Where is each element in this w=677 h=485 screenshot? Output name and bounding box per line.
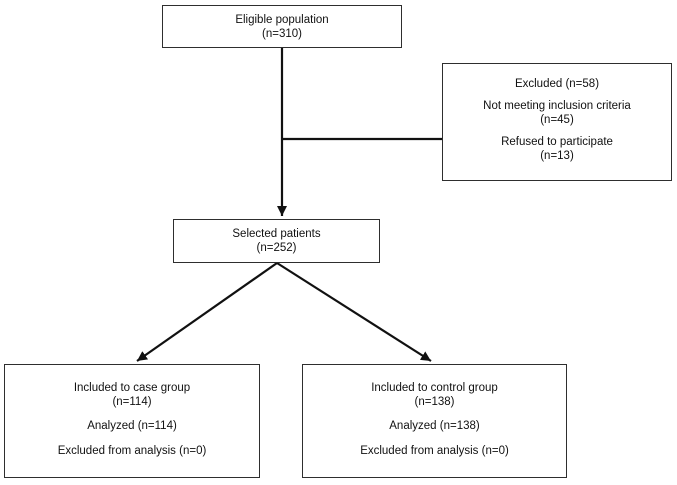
control-group-excluded-label: Excluded from analysis (n=0) bbox=[360, 444, 509, 457]
excluded-reason-refused: Refused to participate (n=13) bbox=[501, 135, 613, 163]
excluded-title: Excluded (n=58) bbox=[514, 78, 600, 90]
control-group-excluded-analysis: Excluded from analysis (n=0) bbox=[360, 444, 509, 458]
control-group-analyzed: Analyzed (n=138) bbox=[389, 419, 479, 433]
case-group-title-group: Included to case group (n=114) bbox=[74, 381, 190, 409]
eligible-population-title: Eligible population bbox=[235, 13, 329, 26]
arrow-selected-to-control bbox=[276, 262, 432, 362]
case-group-title: Included to case group bbox=[73, 381, 191, 394]
excluded-reason-inclusion-criteria: Not meeting inclusion criteria (n=45) bbox=[483, 99, 631, 127]
excluded-reason2-label: Refused to participate bbox=[501, 136, 613, 148]
control-group-count: (n=138) bbox=[414, 395, 455, 408]
control-group-title-group: Included to control group (n=138) bbox=[371, 381, 498, 409]
case-group-excluded-label: Excluded from analysis (n=0) bbox=[57, 444, 207, 457]
box-eligible-population: Eligible population (n=310) bbox=[162, 5, 402, 48]
arrow-selected-to-case bbox=[136, 262, 278, 362]
excluded-reason2-count: (n=13) bbox=[540, 150, 574, 162]
box-selected-patients: Selected patients (n=252) bbox=[173, 219, 380, 263]
selected-patients-count: (n=252) bbox=[256, 242, 297, 254]
case-group-analyzed: Analyzed (n=114) bbox=[87, 419, 177, 433]
excluded-reason1-count: (n=45) bbox=[540, 114, 574, 126]
excluded-title-group: Excluded (n=58) bbox=[515, 77, 599, 91]
box-excluded: Excluded (n=58) Not meeting inclusion cr… bbox=[442, 63, 672, 181]
control-group-analyzed-label: Analyzed (n=138) bbox=[389, 420, 480, 432]
selected-patients-title: Selected patients bbox=[232, 228, 321, 240]
box-control-group: Included to control group (n=138) Analyz… bbox=[302, 364, 567, 478]
case-group-analyzed-label: Analyzed (n=114) bbox=[87, 420, 177, 432]
box-case-group: Included to case group (n=114) Analyzed … bbox=[4, 364, 260, 478]
excluded-reason1-label: Not meeting inclusion criteria bbox=[483, 100, 631, 112]
eligible-population-count: (n=310) bbox=[262, 27, 302, 40]
case-group-count: (n=114) bbox=[112, 395, 152, 408]
case-group-excluded-analysis: Excluded from analysis (n=0) bbox=[58, 444, 207, 458]
control-group-title: Included to control group bbox=[371, 381, 498, 394]
